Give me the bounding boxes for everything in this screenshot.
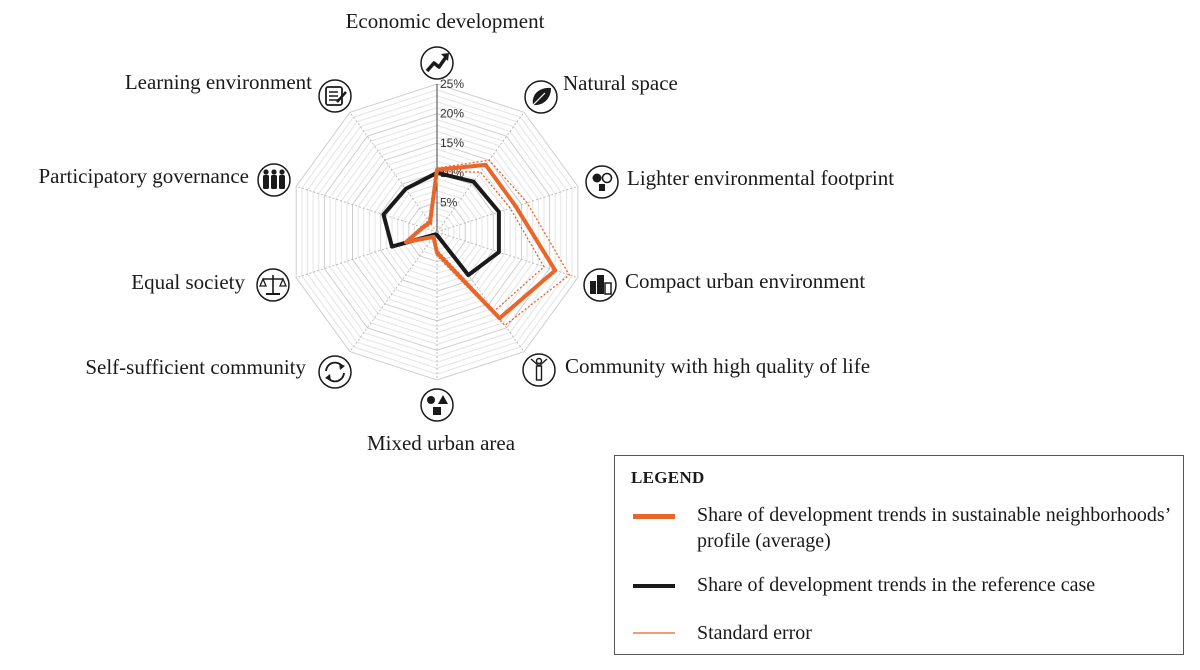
eco-footprint-icon <box>585 165 619 199</box>
shapes-icon <box>420 388 454 422</box>
scales-icon <box>256 268 290 302</box>
series-reference <box>381 170 501 278</box>
grid-ring <box>402 195 472 269</box>
legend-swatch-standard-error <box>633 632 675 634</box>
legend-title: LEGEND <box>631 468 705 487</box>
axis-label: Self-sufficient community <box>85 355 306 379</box>
legend-swatch-sustainable <box>633 514 675 519</box>
grid-ring <box>380 172 494 292</box>
legend-item-sustainable: Share of development trends in sustainab… <box>633 502 1177 554</box>
axis-label: Community with high quality of life <box>565 354 870 378</box>
axis-spoke <box>349 112 438 233</box>
trend-up-icon <box>420 46 454 80</box>
grid-ring <box>295 83 579 381</box>
buildings-icon <box>583 268 617 302</box>
cycle-arrows-icon <box>318 355 352 389</box>
axis-label: Economic development <box>346 9 545 33</box>
axis-spoke <box>436 112 525 233</box>
axis-label: Natural space <box>563 71 678 95</box>
legend-label-sustainable: Share of development trends in sustainab… <box>697 504 1170 552</box>
axis-spoke <box>296 185 438 233</box>
legend-item-reference: Share of development trends in the refer… <box>633 572 1177 598</box>
series-sustainable <box>404 162 558 321</box>
axis-label: Equal society <box>131 270 245 294</box>
person-icon <box>522 353 556 387</box>
axis-spoke <box>436 231 578 279</box>
axis-spoke <box>436 185 578 233</box>
axis-spoke <box>349 231 438 352</box>
axis-label: Mixed urban area <box>367 431 516 455</box>
grid-ring <box>312 101 562 363</box>
axis-label: Compact urban environment <box>625 269 865 293</box>
grid-ring <box>368 160 506 304</box>
grid-ring <box>335 124 539 340</box>
tick-label: 25% <box>440 77 464 91</box>
axis-label: Participatory governance <box>39 164 250 188</box>
axis-label: Learning environment <box>125 70 312 94</box>
notepad-icon <box>318 79 352 113</box>
radar-grid <box>295 83 579 381</box>
legend: LEGEND Share of development trends in su… <box>614 455 1184 655</box>
legend-item-standard-error: Standard error <box>633 620 1177 646</box>
grid-ring <box>323 113 551 351</box>
axis-label: Lighter environmental footprint <box>627 166 894 190</box>
tick-label: 15% <box>440 136 464 150</box>
tick-label: 20% <box>440 107 464 121</box>
legend-swatch-reference <box>633 584 675 588</box>
leaf-icon <box>524 80 558 114</box>
people-icon <box>257 163 291 197</box>
grid-ring <box>391 184 483 280</box>
tick-label: 5% <box>440 195 458 209</box>
grid-ring <box>301 89 573 375</box>
grid-ring <box>346 136 528 328</box>
legend-label-reference: Share of development trends in the refer… <box>697 574 1096 596</box>
legend-label-standard-error: Standard error <box>697 622 812 644</box>
